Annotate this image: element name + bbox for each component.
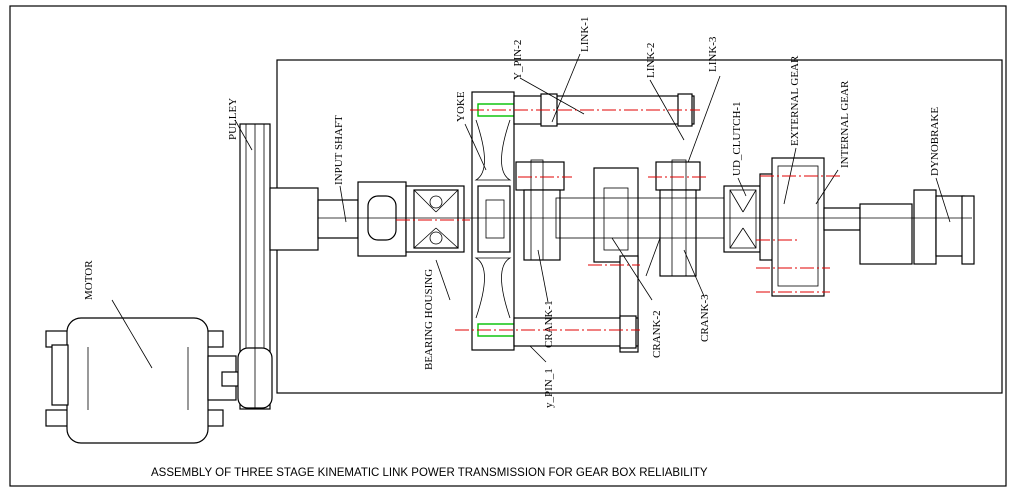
label-link-1: LINK-1 (579, 17, 591, 52)
label-yoke: YOKE (455, 91, 467, 122)
label-link-3: LINK-3 (707, 36, 719, 72)
label-y-pin-1: y_PIN_1 (543, 368, 555, 408)
motor (45, 299, 245, 444)
bearing-housing (357, 181, 465, 301)
label-input-shaft: INPUT SHAFT (333, 115, 345, 185)
gear-pair (759, 147, 839, 297)
label-pulley: PULLEY (227, 98, 239, 140)
label-dynobrake: DYNOBRAKE (929, 107, 941, 176)
label-link-2: LINK-2 (645, 43, 657, 78)
yoke (464, 91, 523, 351)
pulley-belt (234, 119, 273, 410)
center-lines (396, 109, 842, 331)
input-shaft (269, 185, 359, 251)
label-internal-gear: INTERNAL GEAR (839, 80, 851, 168)
drawing-caption: ASSEMBLY OF THREE STAGE KINEMATIC LINK P… (151, 467, 708, 479)
dynobrake (823, 177, 975, 265)
crank-assembly (515, 159, 737, 353)
label-external-gear: EXTERNAL GEAR (789, 55, 801, 146)
label-crank-3: CRANK-3 (699, 294, 711, 342)
drawing-border (9, 5, 1007, 487)
label-motor: MOTOR (83, 260, 95, 300)
label-crank-2: CRANK-2 (651, 310, 663, 358)
label-crank-1: CRANK-1 (543, 300, 555, 348)
label-y-pin-2: Y_PIN-2 (512, 40, 524, 80)
ud-clutch (723, 177, 761, 253)
label-ud-clutch: UD_CLUTCH-1 (731, 101, 743, 176)
label-bearing-housing: BEARING HOUSING (423, 269, 435, 370)
lower-link (513, 315, 639, 363)
